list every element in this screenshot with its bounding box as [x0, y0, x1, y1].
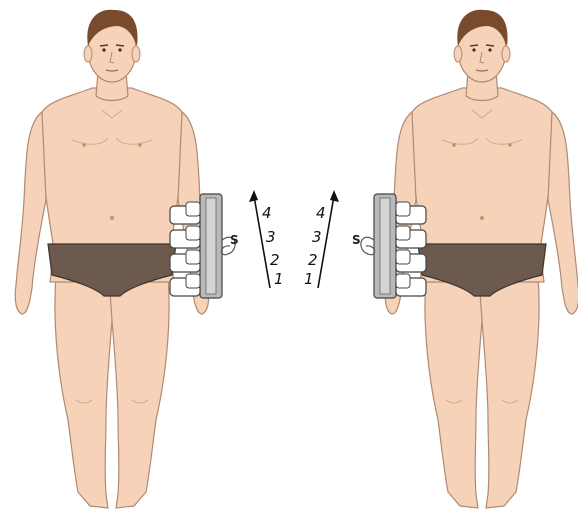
scale-number-1: 1: [274, 270, 284, 288]
scale-number-3: 3: [312, 228, 322, 246]
clip-label-right: S: [352, 233, 361, 247]
scale-number-4: 4: [262, 204, 272, 222]
scale-number-2: 2: [270, 251, 280, 269]
clip-label-left: S: [230, 233, 239, 247]
scale-left: 4 3 2 1: [249, 190, 284, 288]
figure-right: S 4 3 2 1: [304, 10, 578, 508]
scale-number-2: 2: [308, 251, 318, 269]
cable-loop-icon: [361, 237, 375, 254]
arrow-up-icon: [249, 190, 258, 202]
electrode-strip-left: S: [170, 194, 239, 298]
scale-number-4: 4: [316, 204, 326, 222]
arrow-up-icon: [330, 190, 339, 202]
electrode-strip-right: [361, 194, 426, 298]
scale-number-3: 3: [266, 228, 276, 246]
scale-number-1: 1: [304, 270, 314, 288]
figure-left: S 4 3 2 1: [15, 10, 283, 508]
scale-right: 4 3 2 1: [304, 190, 339, 288]
